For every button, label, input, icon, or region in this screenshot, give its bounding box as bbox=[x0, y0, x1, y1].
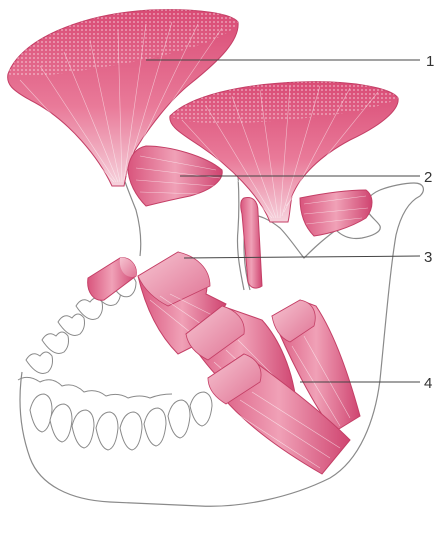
label-3: 3 bbox=[424, 249, 432, 266]
label-1: 1 bbox=[426, 53, 434, 70]
label-2: 2 bbox=[424, 169, 432, 186]
label-4: 4 bbox=[424, 375, 432, 392]
